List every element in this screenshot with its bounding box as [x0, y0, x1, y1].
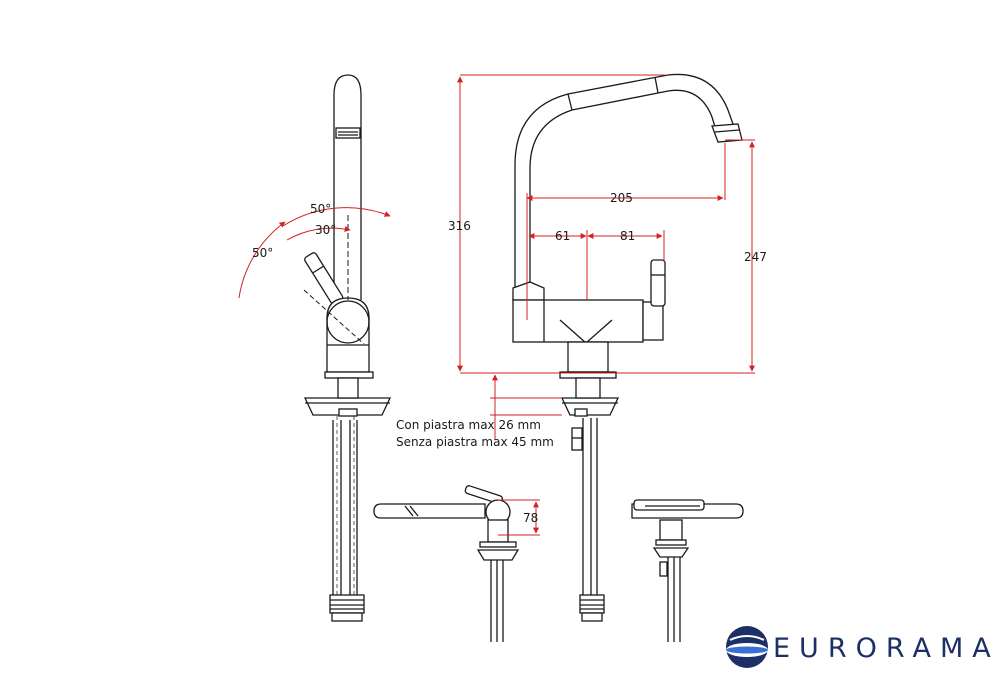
angle-inner-label: 30°: [315, 223, 336, 237]
dim-reach-spout: 205: [610, 191, 633, 205]
dim-height-spout: 247: [744, 250, 767, 264]
brand-logo: EURORAMA: [726, 626, 1000, 668]
top-view-lever-extended: [373, 485, 540, 642]
globe-logo-icon: [726, 626, 768, 668]
dim-offset-left: 61: [555, 229, 570, 243]
top-view-lever-folded: [631, 499, 744, 642]
dim-height-total: 316: [448, 219, 471, 233]
front-view-faucet: [457, 73, 755, 622]
brand-name: EURORAMA: [773, 633, 1000, 664]
side-view-faucet: [238, 74, 392, 622]
note-with-plate: Con piastra max 26 mm: [396, 418, 541, 432]
note-without-plate: Senza piastra max 45 mm: [396, 435, 554, 449]
dim-offset-right: 81: [620, 229, 635, 243]
angle-left-label: 50°: [252, 246, 273, 260]
dim-handle-height: 78: [523, 511, 538, 525]
angle-top-label: 50°: [310, 202, 331, 216]
